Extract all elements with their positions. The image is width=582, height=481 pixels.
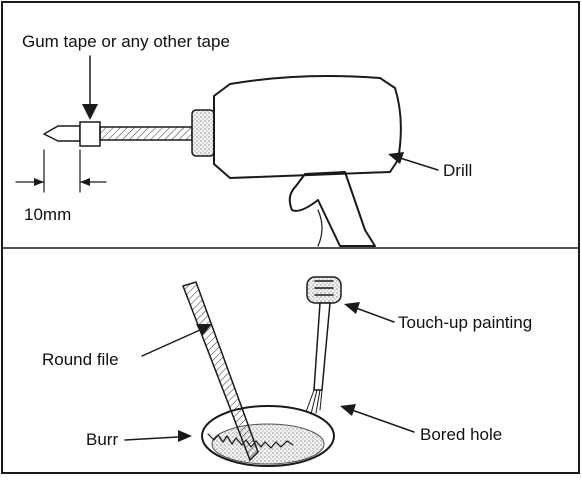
drill-cord [317, 209, 323, 247]
touch-up-brush [305, 276, 342, 415]
drill-bit-tip [43, 125, 81, 142]
dimension-marker [15, 149, 107, 193]
burr-arrow [124, 430, 192, 442]
file-label: Round file [42, 350, 119, 369]
drill-label: Drill [443, 161, 472, 180]
drill-shaft [99, 126, 193, 141]
outer-frame [1, 1, 580, 474]
drill-body [213, 75, 402, 179]
tape-band [79, 121, 101, 147]
tape-label: Gum tape or any other tape [22, 32, 230, 51]
paint-label: Touch-up painting [398, 313, 532, 332]
drill-handle [288, 171, 376, 247]
hole-label: Bored hole [420, 425, 502, 444]
drill-arrow [388, 152, 439, 171]
burr-label: Burr [86, 430, 118, 449]
drill-chuck [191, 109, 215, 157]
bored-hole [201, 405, 335, 467]
dimension-label: 10mm [24, 205, 71, 224]
hole-arrow [340, 404, 415, 433]
tape-arrow [82, 55, 98, 120]
drill-illustration [43, 75, 402, 247]
file-arrow [141, 324, 212, 357]
paint-arrow [344, 302, 395, 323]
